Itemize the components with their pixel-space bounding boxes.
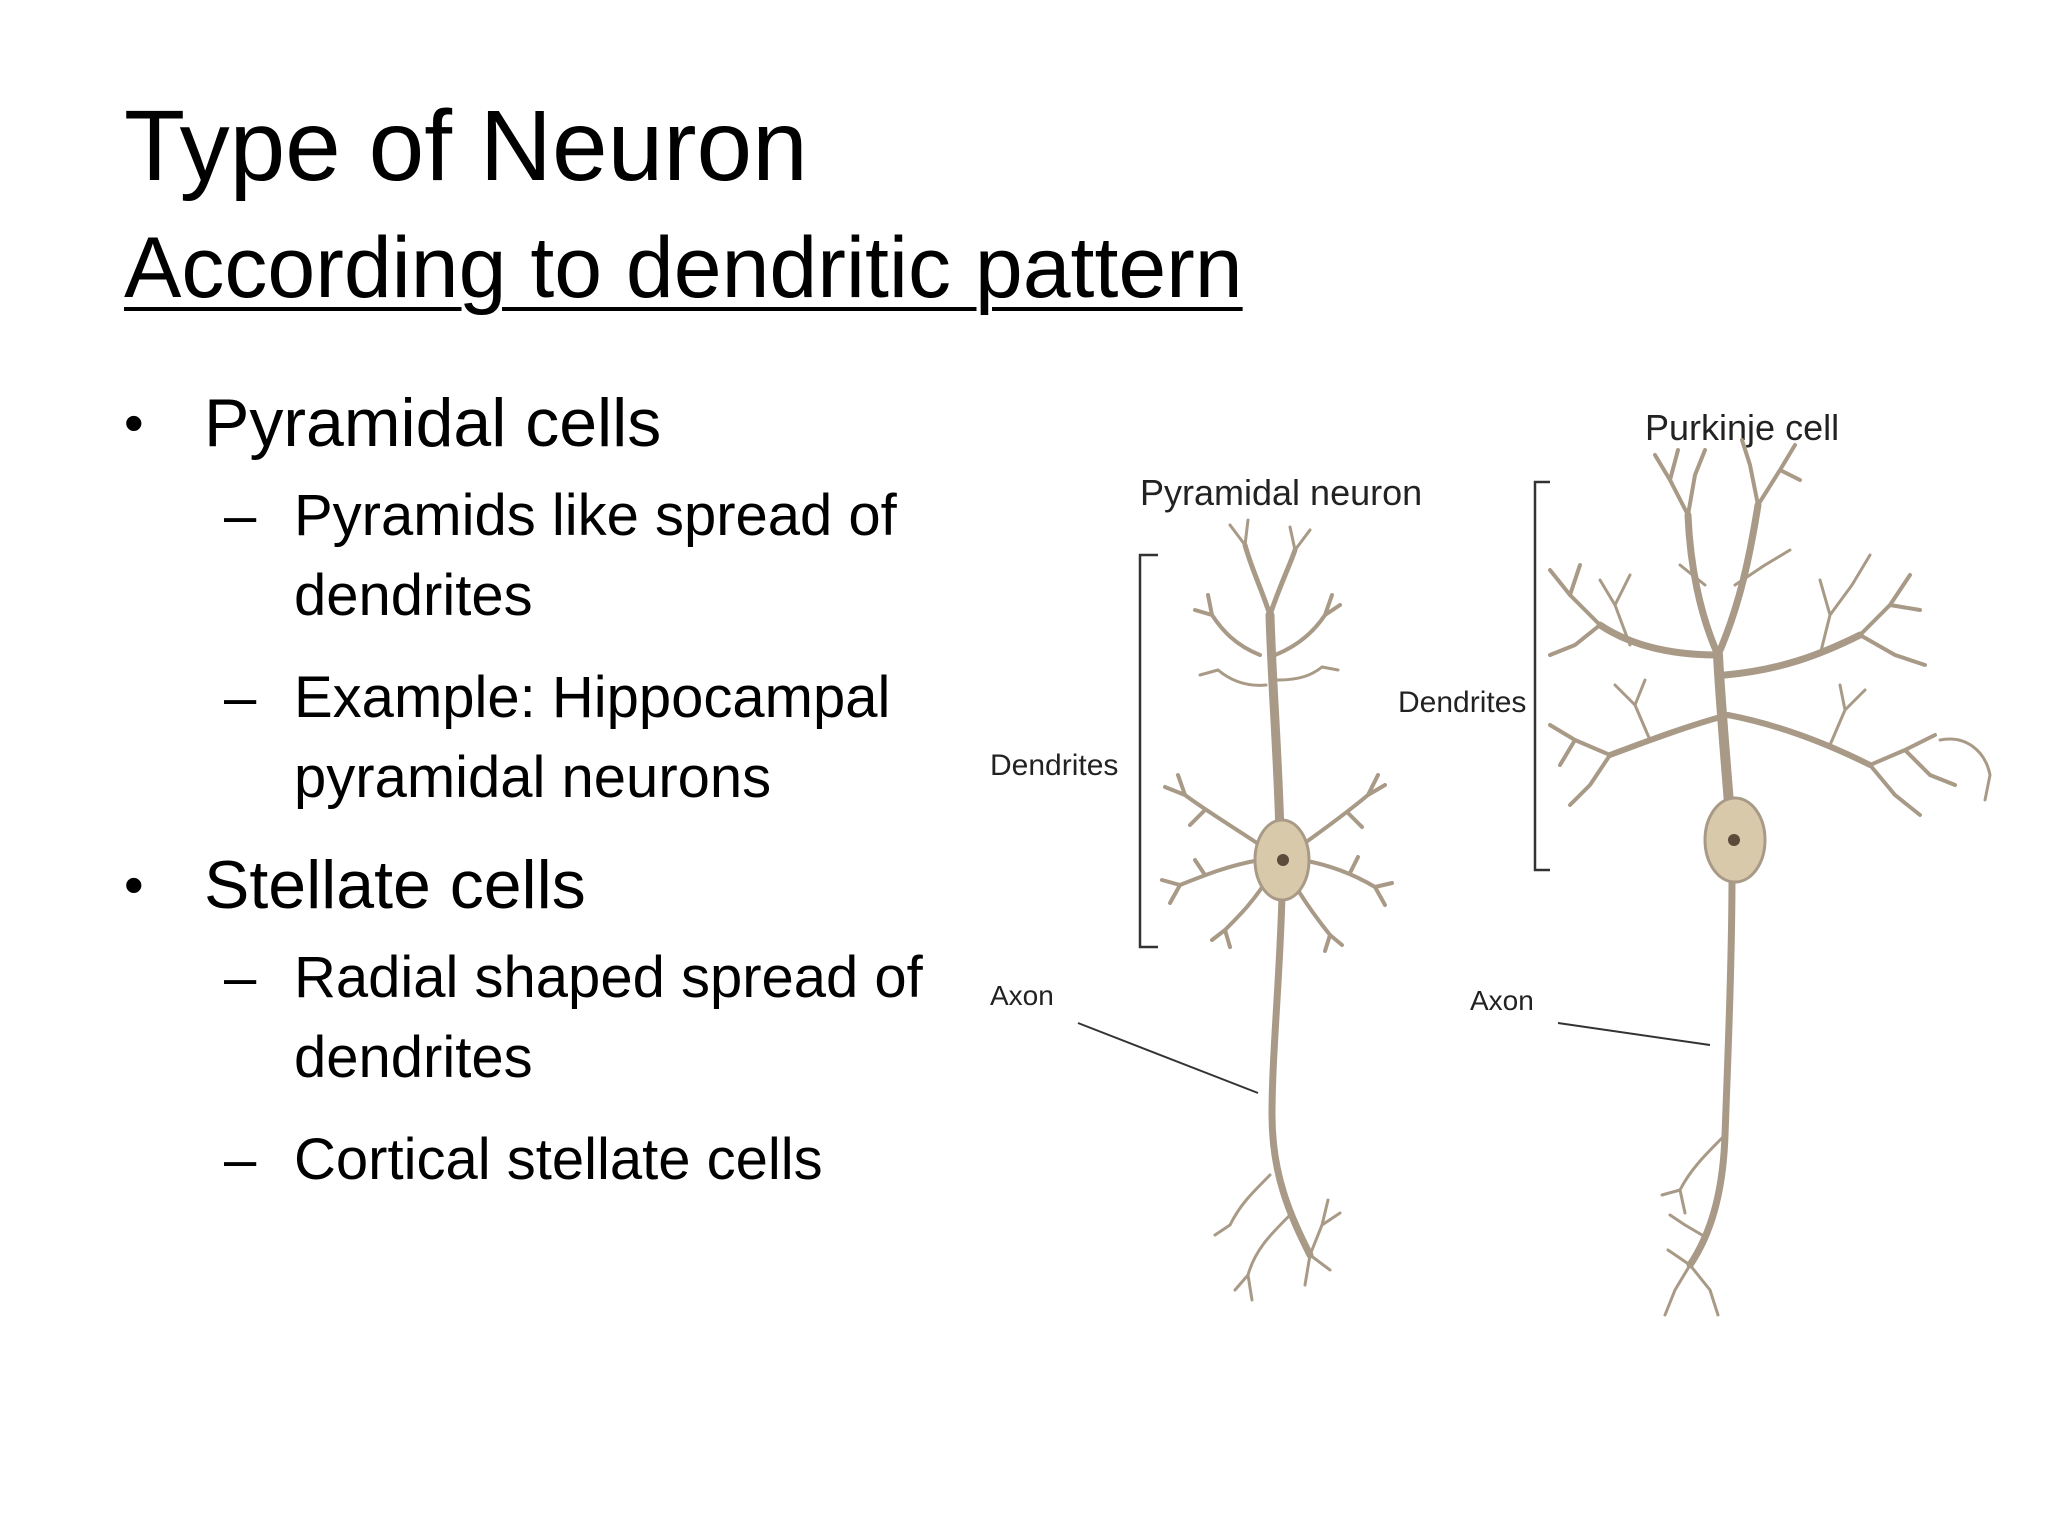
sub-bullet-text: Example: Hippocampal pyramidal neurons	[294, 665, 891, 810]
sub-bullet: – Pyramids like spread of dendrites	[124, 476, 984, 636]
axon-label: Axon	[1470, 985, 1534, 1016]
pyramidal-neuron-title: Pyramidal neuron	[1140, 472, 1422, 513]
neuron-figure: Pyramidal neuron Dendrites Axon	[990, 355, 2010, 1340]
purkinje-nucleus	[1728, 834, 1740, 846]
sub-bullet: – Radial shaped spread of dendrites	[124, 938, 984, 1098]
sub-bullet-list: – Radial shaped spread of dendrites – Co…	[124, 938, 1004, 1200]
bullet-list: • Pyramidal cells – Pyramids like spread…	[124, 378, 1004, 1222]
sub-bullet-dash: –	[224, 1127, 257, 1192]
pyramidal-nucleus	[1277, 854, 1289, 866]
pyramidal-neuron: Pyramidal neuron Dendrites Axon	[990, 472, 1422, 1302]
slide-subtitle: According to dendritic pattern	[124, 220, 1243, 316]
bullet-dot: •	[124, 391, 144, 454]
sub-bullet-list: – Pyramids like spread of dendrites – Ex…	[124, 476, 1004, 818]
sub-bullet-dash: –	[224, 945, 257, 1010]
bullet-dot: •	[124, 853, 144, 916]
purkinje-cell: Purkinje cell Dendrites Axon	[1398, 407, 1992, 1317]
dendrites-label: Dendrites	[990, 749, 1118, 782]
bullet-label: Stellate cells	[204, 847, 586, 923]
dendrites-label: Dendrites	[1398, 686, 1526, 719]
neuron-diagram: Pyramidal neuron Dendrites Axon	[990, 407, 1992, 1317]
slide-title: Type of Neuron	[124, 90, 808, 202]
pyramidal-neuron-drawing	[1160, 518, 1394, 1302]
dendrites-bracket	[1138, 553, 1158, 949]
bullet-pyramidal-cells: • Pyramidal cells	[124, 378, 1004, 468]
bullet-stellate-cells: • Stellate cells	[124, 840, 1004, 930]
axon-pointer-line	[1077, 1022, 1259, 1094]
sub-bullet-dash: –	[224, 483, 257, 548]
axon-pointer-line	[1557, 1022, 1711, 1046]
sub-bullet-text: Cortical stellate cells	[294, 1127, 823, 1192]
axon-label: Axon	[990, 980, 1054, 1011]
bullet-label: Pyramidal cells	[204, 385, 662, 461]
sub-bullet: – Example: Hippocampal pyramidal neurons	[124, 658, 984, 818]
dendrites-bracket	[1533, 480, 1550, 872]
sub-bullet-text: Radial shaped spread of dendrites	[294, 945, 923, 1090]
sub-bullet-dash: –	[224, 665, 257, 730]
sub-bullet: – Cortical stellate cells	[124, 1120, 984, 1200]
sub-bullet-text: Pyramids like spread of dendrites	[294, 483, 897, 628]
purkinje-drawing	[1548, 438, 1992, 1317]
